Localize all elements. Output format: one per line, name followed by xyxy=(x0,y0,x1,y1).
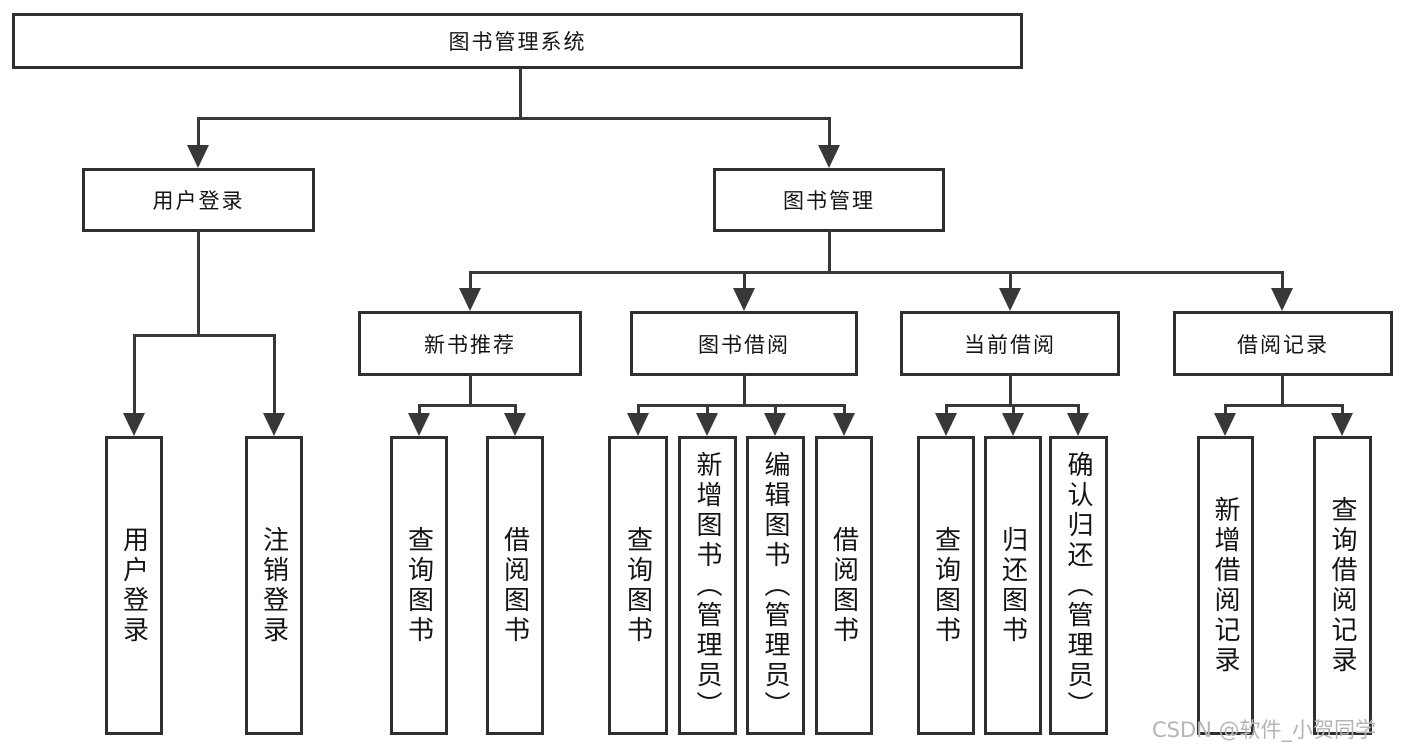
csdn-watermark: CSDN @软件_小贺同学 xyxy=(1152,718,1377,742)
leaf-query-borrow-record: 查询借阅记录 xyxy=(1313,436,1372,735)
arrowhead-down-icon xyxy=(1002,413,1024,436)
leaf-user-login: 用户登录 xyxy=(105,436,163,735)
connector-stem xyxy=(469,374,472,407)
connector-stem xyxy=(1009,374,1012,407)
connector-drop xyxy=(273,334,276,416)
connector-root-hbar xyxy=(197,117,831,120)
connector-stem xyxy=(1281,374,1284,407)
arrowhead-down-icon xyxy=(627,413,649,436)
connector-drop xyxy=(1281,271,1284,291)
node-box-book-management: 图书管理 xyxy=(713,168,945,232)
leaf-return-book: 归还图书 xyxy=(984,436,1042,735)
arrowhead-down-icon xyxy=(733,288,755,311)
connector-drop xyxy=(828,117,831,147)
node-box-borrow-records: 借阅记录 xyxy=(1173,311,1393,376)
leaf-query-books-current: 查询图书 xyxy=(917,436,975,735)
connector-hbar xyxy=(1224,404,1344,407)
arrowhead-down-icon xyxy=(833,413,855,436)
connector-drop xyxy=(1341,404,1344,416)
leaf-confirm-return-admin: 确认归还（管理员） xyxy=(1049,436,1108,735)
leaf-borrow-books: 借阅图书 xyxy=(815,436,873,735)
connector-stem xyxy=(828,230,831,273)
connector-drop xyxy=(706,404,709,416)
arrowhead-down-icon xyxy=(459,288,481,311)
leaf-add-borrow-record: 新增借阅记录 xyxy=(1197,436,1254,735)
connector-drop xyxy=(637,404,640,416)
leaf-logout: 注销登录 xyxy=(245,436,303,735)
node-box-book-borrow: 图书借阅 xyxy=(630,311,858,376)
arrowhead-down-icon xyxy=(999,288,1021,311)
connector-hbar xyxy=(469,271,1284,274)
connector-drop xyxy=(743,271,746,291)
connector-hbar xyxy=(637,404,846,407)
leaf-add-book-admin: 新增图书（管理员） xyxy=(678,436,737,735)
connector-hbar xyxy=(133,334,276,337)
connector-drop xyxy=(1224,404,1227,416)
leaf-query-books-borrow: 查询图书 xyxy=(608,436,668,735)
connector-hbar xyxy=(418,404,517,407)
arrowhead-down-icon xyxy=(1067,413,1089,436)
arrowhead-down-icon xyxy=(187,145,209,168)
arrowhead-down-icon xyxy=(764,413,786,436)
node-box-current-borrow: 当前借阅 xyxy=(900,311,1120,376)
connector-drop xyxy=(514,404,517,416)
arrowhead-down-icon xyxy=(1214,413,1236,436)
arrowhead-down-icon xyxy=(696,413,718,436)
connector-drop xyxy=(418,404,421,416)
connector-drop xyxy=(197,117,200,147)
leaf-borrow-books-recommend: 借阅图书 xyxy=(486,436,544,735)
leaf-query-books-recommend: 查询图书 xyxy=(390,436,448,735)
connector-drop xyxy=(469,271,472,291)
connector-stem xyxy=(743,374,746,407)
connector-stem xyxy=(197,230,200,337)
arrowhead-down-icon xyxy=(123,413,145,436)
connector-drop xyxy=(843,404,846,416)
arrowhead-down-icon xyxy=(263,413,285,436)
node-box-user-login: 用户登录 xyxy=(82,168,315,232)
arrowhead-down-icon xyxy=(408,413,430,436)
connector-drop xyxy=(774,404,777,416)
node-box-new-book-recommend: 新书推荐 xyxy=(358,311,582,376)
connector-drop xyxy=(945,404,948,416)
node-box-system: 图书管理系统 xyxy=(12,13,1023,69)
connector-root-stem xyxy=(519,68,522,120)
connector-drop xyxy=(1012,404,1015,416)
leaf-edit-book-admin: 编辑图书（管理员） xyxy=(746,436,805,735)
connector-drop xyxy=(1077,404,1080,416)
arrowhead-down-icon xyxy=(935,413,957,436)
arrowhead-down-icon xyxy=(1331,413,1353,436)
connector-drop xyxy=(133,334,136,416)
arrowhead-down-icon xyxy=(1271,288,1293,311)
arrowhead-down-icon xyxy=(818,145,840,168)
arrowhead-down-icon xyxy=(504,413,526,436)
connector-drop xyxy=(1009,271,1012,291)
